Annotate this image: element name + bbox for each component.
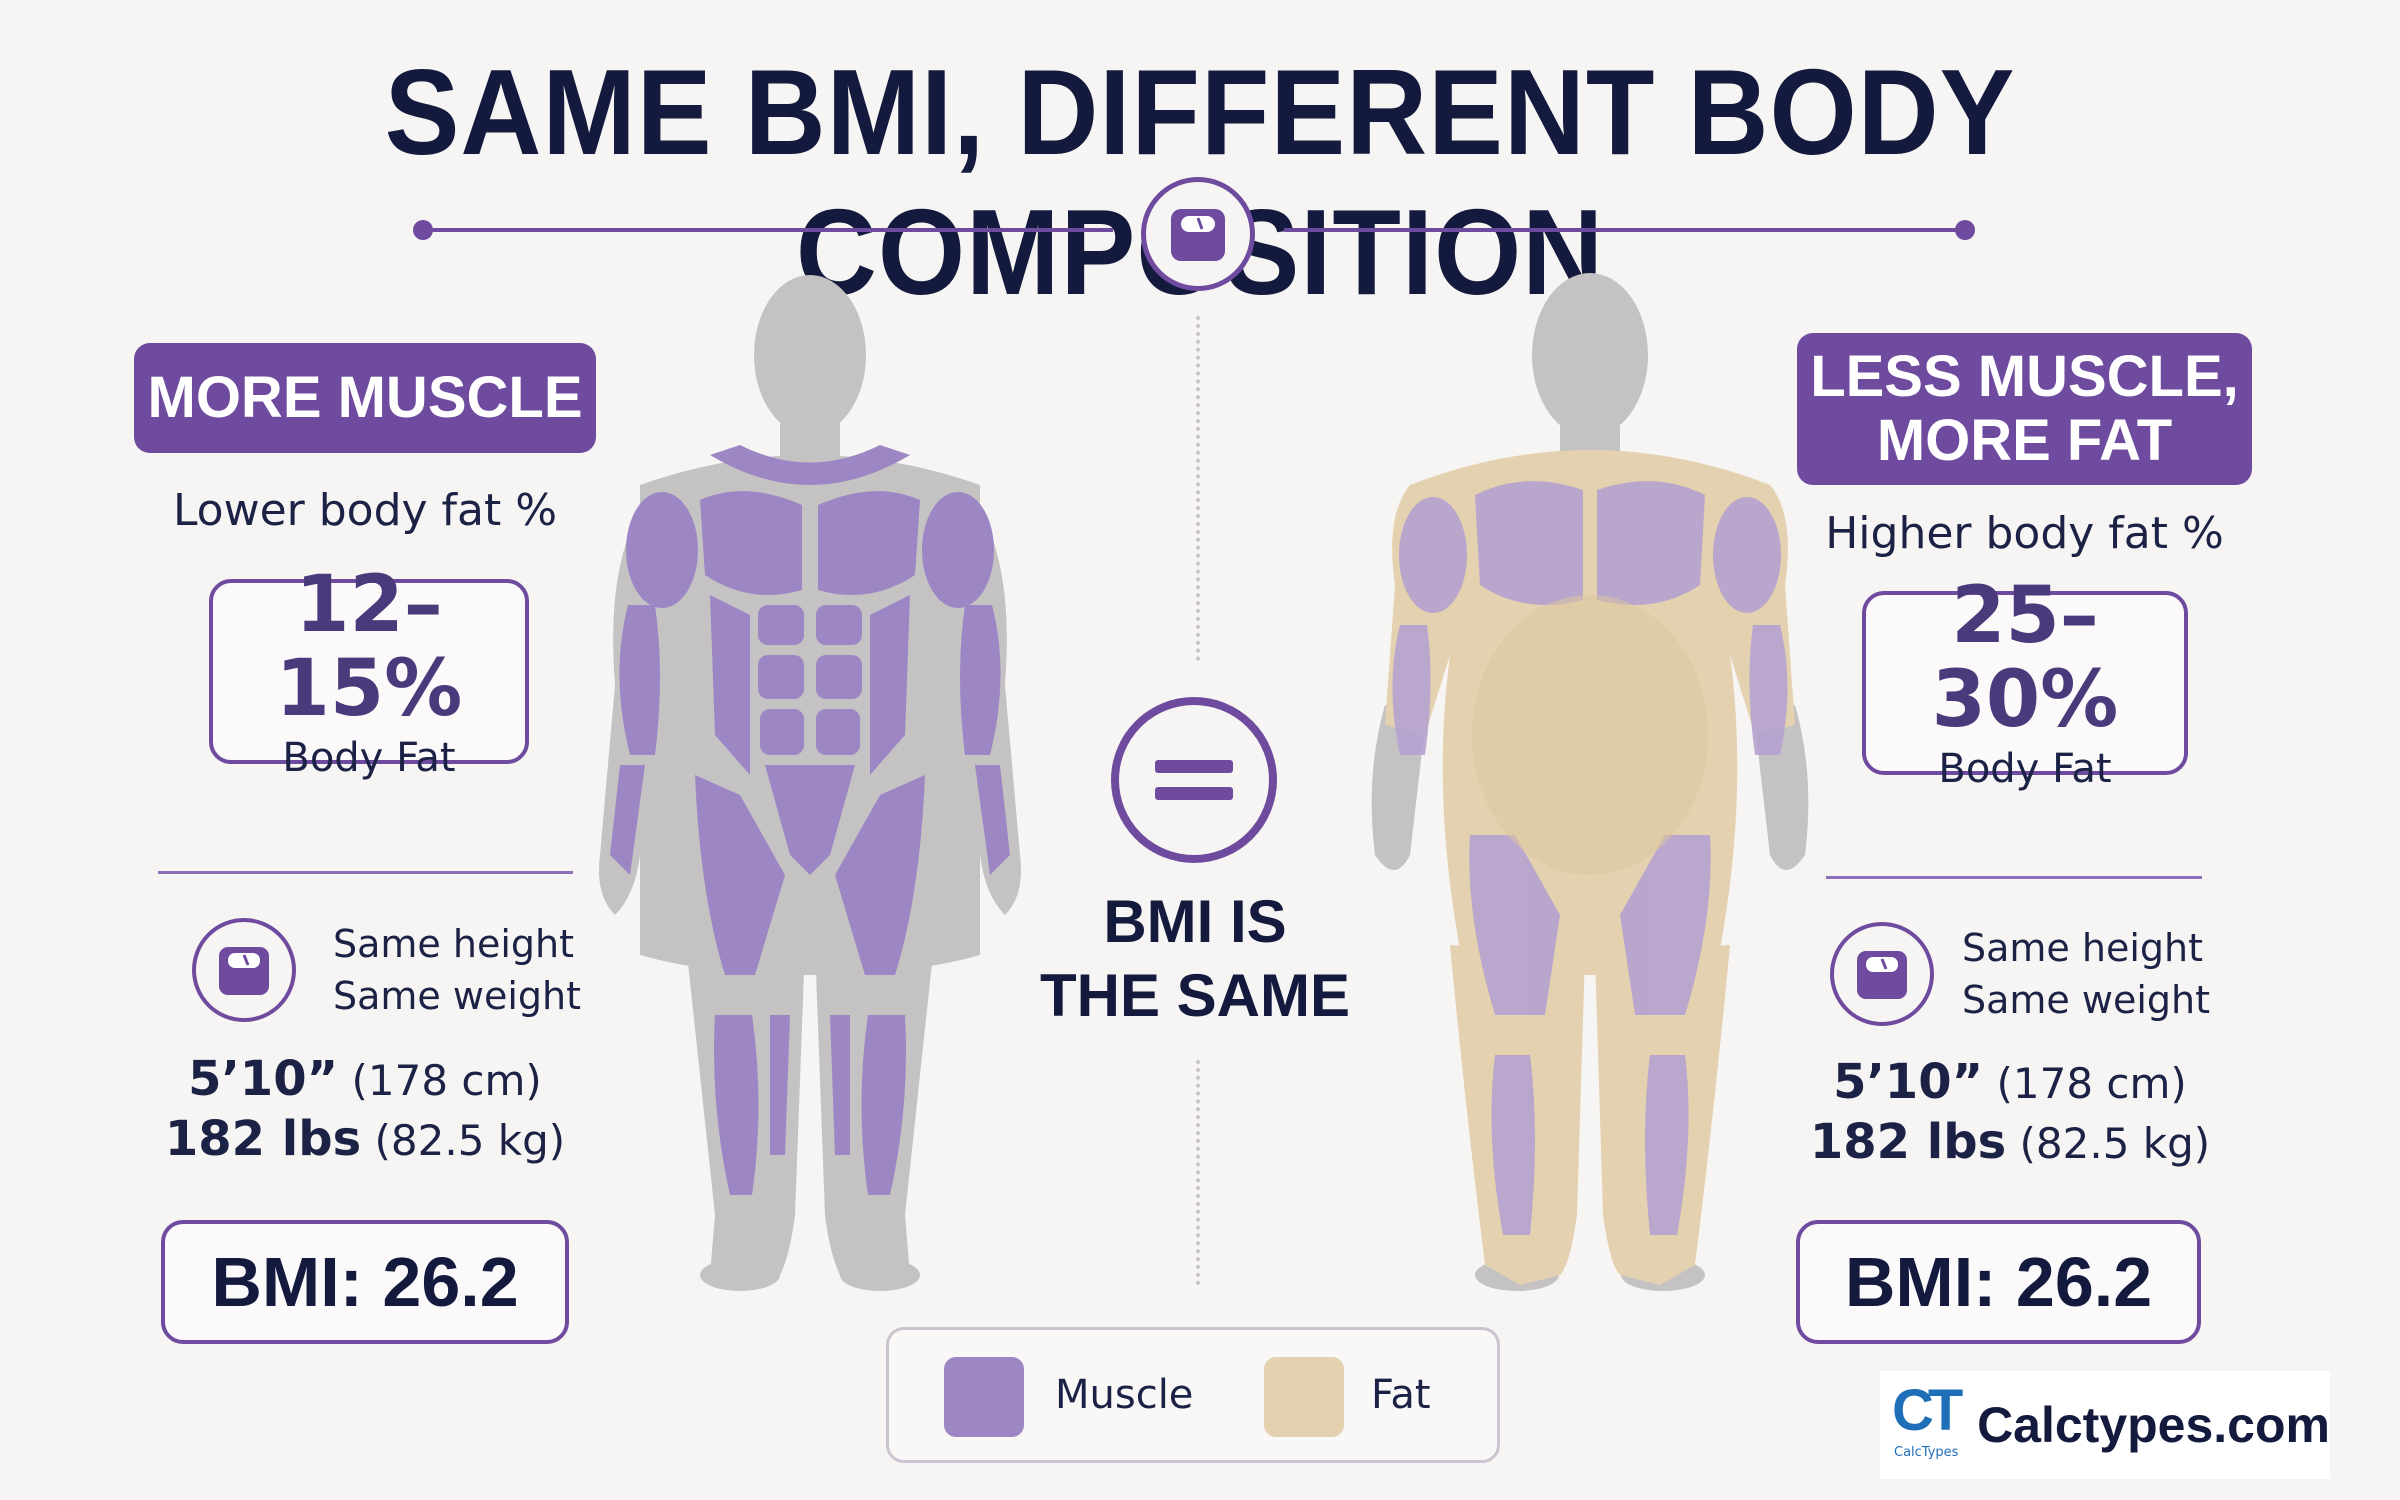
top-rule-right (1284, 228, 1964, 232)
scale-icon (1171, 209, 1225, 261)
left-weight-imperial: 182 lbs (164, 1111, 362, 1167)
right-bodyfat-box: 25–30% Body Fat (1862, 574, 2188, 792)
brand-mark: CT CalcTypes (1880, 1371, 1977, 1479)
top-rule-left (423, 228, 1113, 232)
legend-label-muscle: Muscle (1055, 1372, 1194, 1418)
equals-badge (1111, 697, 1277, 863)
right-heading-line1: LESS MUSCLE, (1810, 344, 2239, 409)
right-height-metric: (178 cm) (1996, 1059, 2187, 1108)
higher-fat-figure (1371, 273, 1809, 1291)
center-dots-top (1196, 316, 1200, 661)
left-height-imperial: 5’10” (188, 1051, 339, 1107)
right-same-height: Same height (1962, 926, 2204, 970)
right-scale-badge (1830, 922, 1934, 1026)
right-bmi-box: BMI: 26.2 (1796, 1220, 2201, 1344)
left-bodyfat-label: Body Fat (282, 734, 456, 781)
center-dots-bottom (1196, 1060, 1200, 1285)
left-measurements: 5’10” (178 cm) 182 lbs (82.5 kg) (120, 1050, 610, 1170)
brand-logo: CT CalcTypes Calctypes.com (1880, 1371, 2330, 1479)
left-heading-line: MORE MUSCLE (147, 365, 583, 430)
right-height-imperial: 5’10” (1833, 1054, 1984, 1110)
right-same-block: Same height Same weight (1962, 922, 2210, 1026)
brand-mark-small: CalcTypes (1894, 1445, 1959, 1460)
right-same-weight: Same weight (1962, 978, 2211, 1022)
legend-label-fat: Fat (1371, 1372, 1431, 1418)
right-divider (1826, 876, 2202, 879)
left-same-weight: Same weight (333, 974, 582, 1018)
right-heading: LESS MUSCLE, MORE FAT (1797, 333, 2252, 485)
left-same-height: Same height (333, 922, 575, 966)
left-subtitle: Lower body fat % (172, 485, 558, 536)
left-height-metric: (178 cm) (351, 1056, 542, 1105)
right-heading-line2: MORE FAT (1876, 408, 2173, 473)
right-weight-metric: (82.5 kg) (2019, 1119, 2211, 1168)
scale-badge (1141, 177, 1255, 291)
left-bodyfat-value: 12–15% (275, 559, 463, 734)
line-end-dot-right (1955, 220, 1975, 240)
right-bodyfat-value: 25–30% (1931, 571, 2119, 745)
left-weight-metric: (82.5 kg) (374, 1116, 566, 1165)
scale-icon (219, 947, 269, 995)
legend: Muscle Fat (886, 1327, 1500, 1463)
left-bmi-box: BMI: 26.2 (161, 1220, 569, 1344)
left-scale-badge (192, 918, 296, 1022)
bmi-same-line1: BMI IS (1103, 888, 1287, 955)
bmi-same-caption: BMI IS THE SAME (990, 885, 1400, 1033)
scale-icon (1857, 951, 1907, 999)
left-divider (158, 871, 573, 874)
right-bodyfat-label: Body Fat (1938, 746, 2112, 792)
legend-swatch-fat (1264, 1357, 1344, 1437)
brand-name: Calctypes.com (1977, 1397, 2330, 1453)
right-weight-imperial: 182 lbs (1809, 1114, 2007, 1170)
equals-icon-bar-bottom (1155, 787, 1233, 800)
left-bodyfat-box: 12–15% Body Fat (209, 563, 529, 781)
right-measurements: 5’10” (178 cm) 182 lbs (82.5 kg) (1765, 1053, 2255, 1173)
left-heading: MORE MUSCLE (134, 343, 596, 453)
equals-icon-bar-top (1155, 760, 1233, 773)
legend-swatch-muscle (944, 1357, 1024, 1437)
bmi-same-line2: THE SAME (1039, 962, 1351, 1029)
left-same-block: Same height Same weight (333, 918, 581, 1022)
brand-mark-letters: CT (1892, 1378, 1963, 1443)
right-subtitle: Higher body fat % (1825, 508, 2224, 559)
muscular-figure (599, 275, 1021, 1291)
